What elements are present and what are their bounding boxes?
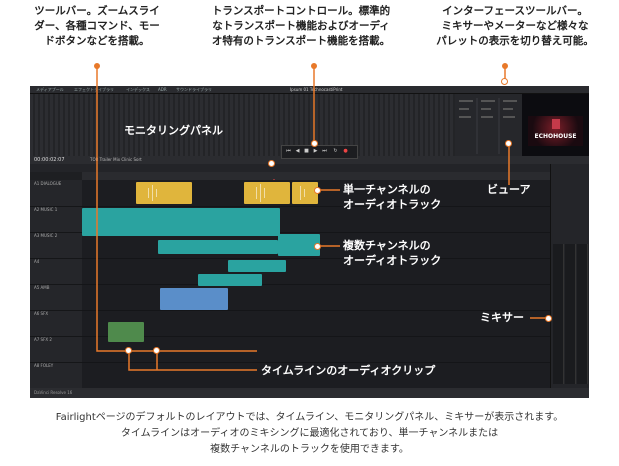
mixer-strip[interactable]	[577, 244, 588, 384]
clip-marker-dot-2	[153, 347, 160, 354]
mixer-strip[interactable]	[553, 244, 564, 384]
lane-a6	[82, 310, 550, 337]
track-header-a3[interactable]: A3 MUSIC 2	[30, 232, 82, 259]
lane-a5	[82, 284, 550, 311]
timeline-name[interactable]: TOB Trailer Mix Clinic Sort	[90, 157, 142, 162]
app-name: DaVinci Resolve 16	[34, 390, 73, 395]
menu-item-media-pool[interactable]: メディアプール	[36, 87, 64, 92]
play-reverse-icon[interactable]: ◀	[295, 148, 300, 154]
track-headers: A1 DIALOGUE A2 MUSIC 1 A3 MUSIC 2 A4 A5 …	[30, 180, 82, 389]
lane-a7	[82, 336, 550, 363]
track-header-a5[interactable]: A5 AMB	[30, 284, 82, 311]
lane-a2	[82, 206, 550, 233]
lane-a3	[82, 232, 550, 259]
monitoring-panel-label: モニタリングパネル	[124, 124, 223, 137]
viewer-marker-dot	[505, 140, 512, 147]
track-name: A6 SFX	[34, 311, 49, 316]
mixer	[550, 164, 589, 388]
multi-track-label: 複数チャンネルの オーディオトラック	[343, 238, 441, 268]
track-name: A1 DIALOGUE	[34, 181, 62, 186]
callout-transport-line2: なトランスポート機能およびオーディ	[212, 20, 390, 32]
toolbar	[30, 164, 550, 177]
track-header-a2[interactable]: A2 MUSIC 1	[30, 206, 82, 233]
multi-track-label-line2: オーディオトラック	[343, 254, 442, 267]
viewer-label: ビューア	[487, 183, 531, 196]
callout-interface-line2: ミキサーやメーターなど様々な	[441, 20, 589, 32]
menu-item-effects[interactable]: エフェクトライブラリ	[74, 87, 114, 92]
mono-track-label: 単一チャンネルの オーディオトラック	[343, 182, 441, 212]
mixer-label: ミキサー	[480, 311, 524, 324]
track-name: A7 SFX 2	[34, 337, 52, 342]
timecode-display: 00:00:02:07	[34, 157, 65, 163]
interface-marker-dot	[501, 78, 508, 85]
interface-toolbar[interactable]	[455, 94, 522, 156]
transport-marker-dot	[311, 140, 318, 147]
multi-track-label-line1: 複数チャンネルの	[343, 239, 431, 252]
lane-a4	[82, 258, 550, 285]
menu-item-sound-library[interactable]: サウンドライブラリ	[176, 87, 212, 92]
caption-line-1: Fairlightページのデフォルトのレイアウトでは、タイムライン、モニタリング…	[55, 412, 564, 423]
loop-icon[interactable]: ↻	[333, 148, 338, 154]
toolbar-marker-dot	[268, 160, 275, 167]
callout-toolbar-line2: ダー、各種コマンド、モー	[34, 20, 160, 32]
callout-transport-line3: オ特有のトランスポート機能を搭載。	[211, 35, 391, 47]
viewer: ECHOHOUSE	[522, 94, 589, 156]
transport-controls: ⏮ ◀ ■ ▶ ⏭ ↻ ●	[281, 145, 358, 159]
audio-clip-multi[interactable]	[278, 234, 320, 256]
menu-bar: メディアプール エフェクトライブラリ インデックス ADR サウンドライブラリ …	[30, 86, 589, 94]
stop-icon[interactable]: ■	[304, 148, 309, 154]
fast-forward-icon[interactable]: ⏭	[322, 148, 327, 154]
clips-label: タイムラインのオーディオクリップ	[261, 364, 436, 377]
track-header-a7[interactable]: A7 SFX 2	[30, 336, 82, 363]
callout-transport-line1: トランスポートコントロール。標準的	[211, 5, 391, 17]
mono-track-label-line1: 単一チャンネルの	[343, 183, 431, 196]
logo-figure-icon	[552, 119, 560, 129]
caption-line-2: タイムラインはオーディオのミキシングに最適化されており、単一チャンネルまたは	[120, 428, 499, 439]
lane-a1	[82, 180, 550, 207]
callout-toolbar-line3: ドボタンなどを搭載。	[44, 35, 150, 47]
menu-item-adr[interactable]: ADR	[158, 87, 167, 92]
track-name: A2 MUSIC 1	[34, 207, 58, 212]
callout-interface: インターフェースツールバー。 ミキサーやメーターなど様々な パレットの表示を切り…	[420, 4, 610, 49]
timeline[interactable]	[82, 180, 550, 389]
caption-line-3: 複数チャンネルのトラックを使用できます。	[210, 444, 409, 455]
track-header-a8[interactable]: A8 FOLEY	[30, 362, 82, 389]
interface-toolbar-grid-icon	[459, 98, 517, 154]
waveforms	[148, 184, 305, 202]
track-name: A8 FOLEY	[34, 363, 54, 368]
rewind-icon[interactable]: ⏮	[286, 148, 291, 154]
clip-marker-dot-1	[125, 347, 132, 354]
track-header-a6[interactable]: A6 SFX	[30, 310, 82, 337]
callout-interface-line1: インターフェースツールバー。	[442, 5, 588, 17]
play-icon[interactable]: ▶	[313, 148, 318, 154]
record-icon[interactable]: ●	[343, 148, 348, 154]
track-name: A4	[34, 259, 40, 264]
mixer-marker-dot	[545, 315, 552, 322]
fairlight-screen: メディアプール エフェクトライブラリ インデックス ADR サウンドライブラリ …	[30, 86, 589, 398]
multi-track-marker-dot	[314, 243, 321, 250]
track-name: A5 AMB	[34, 285, 50, 290]
window-title: Ipsum 01 TechnocastiPrint	[290, 87, 343, 92]
status-bar: DaVinci Resolve 16	[30, 388, 589, 398]
callout-interface-line3: パレットの表示を切り替え可能。	[436, 35, 594, 47]
mixer-strip[interactable]	[565, 244, 576, 384]
callout-toolbar-line1: ツールバー。ズームスライ	[34, 5, 160, 17]
mono-track-marker-dot	[314, 187, 321, 194]
callout-toolbar: ツールバー。ズームスライ ダー、各種コマンド、モー ドボタンなどを搭載。	[22, 4, 172, 49]
track-header-a4[interactable]: A4	[30, 258, 82, 285]
menu-item-index[interactable]: インデックス	[126, 87, 150, 92]
track-name: A3 MUSIC 2	[34, 233, 58, 238]
viewer-logo: ECHOHOUSE	[528, 116, 583, 146]
monitoring-panel: モニタリングパネル	[30, 94, 455, 156]
mono-track-label-line2: オーディオトラック	[343, 198, 442, 211]
track-header-a1[interactable]: A1 DIALOGUE	[30, 180, 82, 207]
callout-transport: トランスポートコントロール。標準的 なトランスポート機能およびオーディ オ特有の…	[196, 4, 406, 49]
viewer-logo-text: ECHOHOUSE	[534, 133, 577, 140]
